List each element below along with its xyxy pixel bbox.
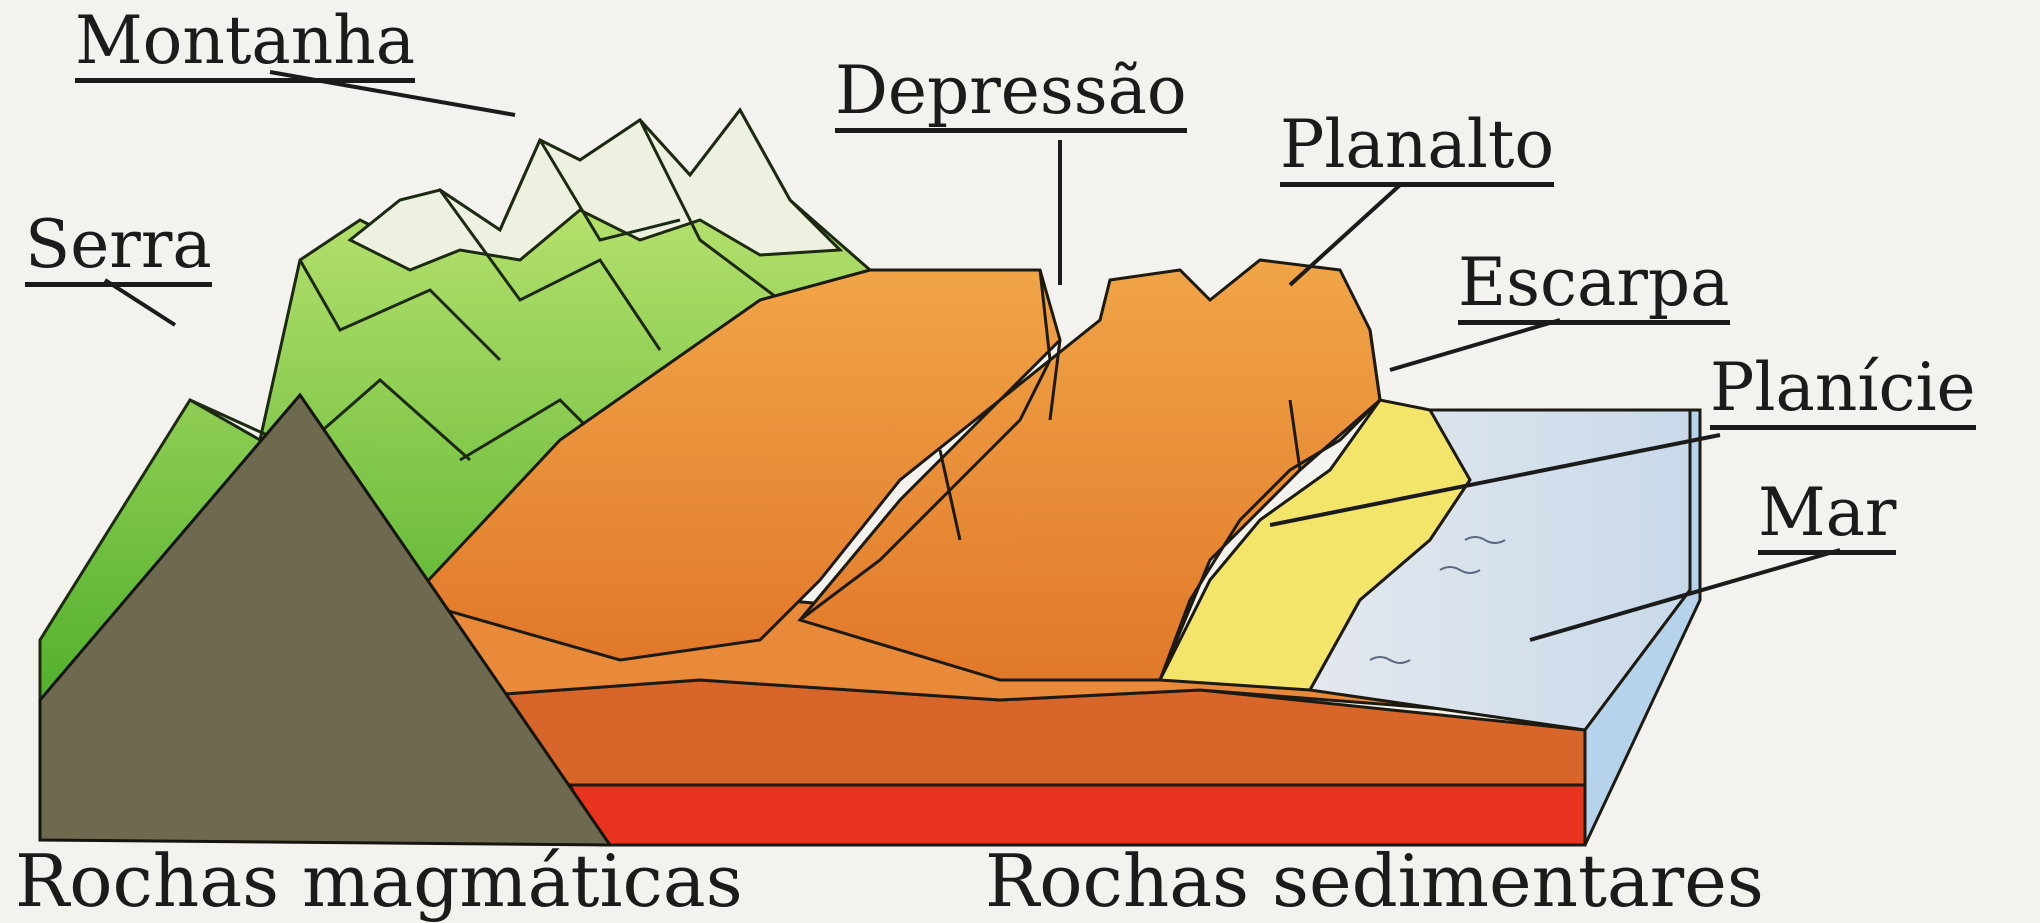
- snow-peaks: [347, 107, 844, 272]
- pointer-serra: [103, 278, 177, 327]
- label-depressao: Depressão: [835, 58, 1187, 133]
- sea-waves: [1369, 536, 1506, 664]
- label-rochas-sedimentares: Rochas sedimentares: [985, 839, 1764, 923]
- pointer-planalto: [1288, 183, 1402, 287]
- escarpment-faces: [799, 269, 1382, 681]
- label-rochas-magmaticas: Rochas magmáticas: [15, 839, 743, 923]
- red-base-layer: [567, 783, 1587, 847]
- mountain-ridges: [189, 119, 781, 482]
- label-planicie: Planície: [1710, 355, 1976, 430]
- label-serra: Serra: [25, 212, 212, 287]
- label-mar: Mar: [1758, 480, 1897, 555]
- sea-edge-face: [1583, 408, 1702, 846]
- pointer-escarpa: [1389, 318, 1561, 372]
- sea: [1307, 408, 1702, 846]
- pointer-mar: [1529, 548, 1841, 642]
- label-escarpa: Escarpa: [1458, 250, 1730, 325]
- label-montanha: Montanha: [75, 8, 416, 83]
- plateaus: [407, 258, 1382, 682]
- label-planalto: Planalto: [1280, 112, 1555, 187]
- pointer-planicie: [1269, 433, 1721, 527]
- magmatic-rock-block: [38, 392, 613, 847]
- plateau-left: [407, 268, 1062, 662]
